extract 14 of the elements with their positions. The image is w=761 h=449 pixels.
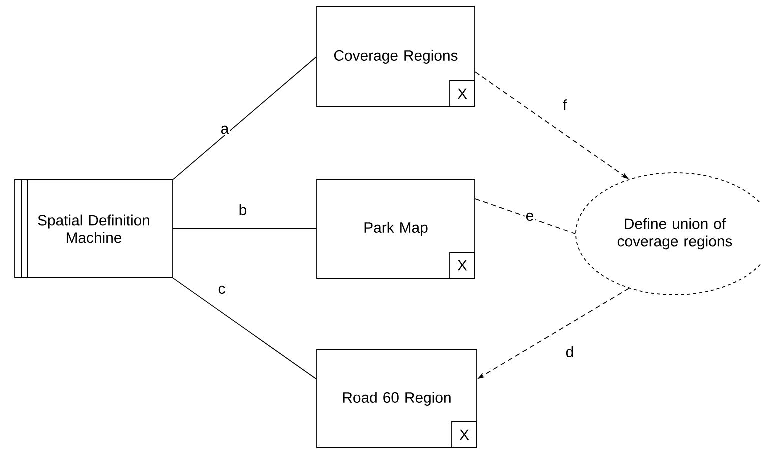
edge-label: a [220,124,230,136]
connector [173,278,317,380]
edge-label: d [564,346,576,358]
close-box: X [450,80,476,108]
connector [475,198,576,234]
machine-box: Spatial Definition Machine [14,180,174,278]
connector [173,56,317,180]
edge-label: e [524,212,536,222]
edge-label: c [217,284,227,296]
close-box: X [452,422,478,448]
edge-label: f [562,98,568,112]
edge-label: b [238,204,248,216]
connector [173,228,317,230]
close-box: X [450,252,476,279]
